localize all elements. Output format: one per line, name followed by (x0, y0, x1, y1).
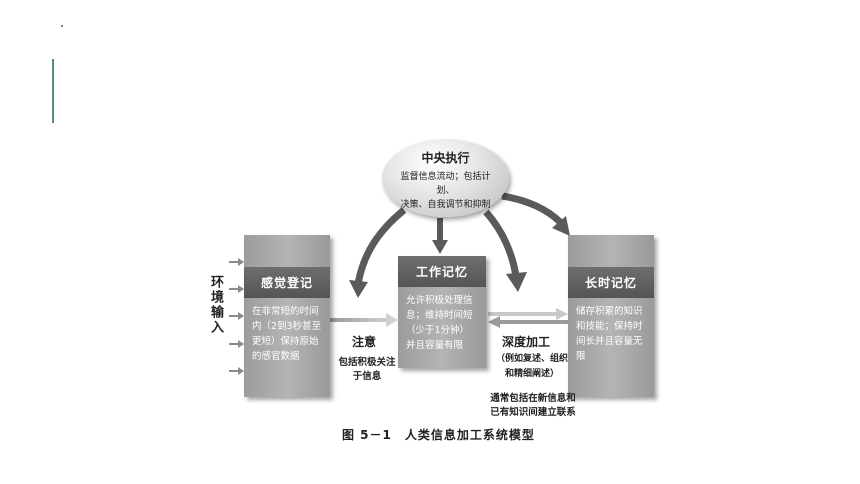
sensory-register-desc-line: 内（2到3秒甚至 (252, 321, 322, 332)
env-arrow-4 (229, 340, 244, 348)
long-term-memory-desc-line: 储存积累的知识 (576, 306, 643, 317)
central-executive-desc-line: 决策、自我调节和抑制 (400, 200, 491, 210)
sensory-register-node: 感觉登记 在非常短的时间 内（2到3秒甚至 更短）保持原始 的感官数据 (244, 235, 330, 397)
long-term-memory-desc-line: 限 (576, 351, 586, 362)
attention-desc-line: 包括积极关注 (338, 357, 396, 368)
sensory-register-desc-line: 在非常短的时间 (252, 306, 319, 317)
working-memory-node: 工作记忆 允许积极处理信 息；维持时间短 （少于1分钟） 并且容量有限 (398, 256, 486, 368)
deep-processing-title: 深度加工 (502, 335, 551, 349)
central-executive-title: 中央执行 (421, 151, 470, 165)
long-term-memory-desc-line: 间长并且容量无 (576, 336, 643, 347)
deep-processing-note: 通常包括在新信息和 已有知识间建立联系 (478, 392, 588, 420)
deep-processing-examples: （例如复述、组织 和精细阐述） (484, 352, 580, 382)
central-executive-node: 中央执行 监督信息流动；包括计划、 决策、自我调节和抑制 (382, 139, 509, 217)
attention-title: 注意 (352, 335, 377, 349)
sensory-register-desc: 在非常短的时间 内（2到3秒甚至 更短）保持原始 的感官数据 (244, 298, 330, 370)
sensory-register-desc-line: 更短）保持原始 (252, 336, 319, 347)
sensory-register-desc-line: 的感官数据 (252, 351, 300, 362)
accent-line (52, 59, 54, 123)
exec-to-longterm-arrow (501, 192, 563, 225)
exec-to-deep-arrow (483, 209, 520, 277)
deep-processing-examples-line: （例如复述、组织 (495, 354, 568, 364)
figure-caption: 图 5－1 人类信息加工系统模型 (342, 428, 535, 442)
env-arrow-2 (229, 285, 244, 293)
env-arrow-1 (229, 258, 244, 266)
working-memory-desc: 允许积极处理信 息；维持时间短 （少于1分钟） 并且容量有限 (398, 287, 486, 359)
exec-to-deep-head (506, 272, 527, 292)
sensory-register-title: 感觉登记 (244, 267, 330, 298)
long-term-memory-desc: 储存积累的知识 和技能；保持时 间长并且容量无 限 (568, 298, 654, 370)
long-term-memory-node: 长时记忆 储存积累的知识 和技能；保持时 间长并且容量无 限 (568, 235, 654, 397)
working-memory-desc-line: 并且容量有限 (406, 340, 464, 351)
env-input-arrows (229, 258, 244, 375)
long-term-memory-title: 长时记忆 (568, 267, 654, 298)
deep-processing-note-line: 已有知识间建立联系 (490, 407, 576, 418)
working-memory-desc-line: （少于1分钟） (406, 325, 470, 336)
deep-processing-note-line: 通常包括在新信息和 (490, 393, 576, 404)
central-executive-desc: 监督信息流动；包括计划、 决策、自我调节和抑制 (382, 170, 509, 212)
attention-arrow (330, 313, 398, 327)
env-arrow-3 (229, 312, 244, 320)
deep-processing-arrow-left (488, 316, 568, 328)
deep-processing-examples-line: 和精细阐述） (504, 369, 559, 379)
exec-to-sensory-arrow (354, 207, 407, 285)
attention-desc-line: 于信息 (352, 371, 382, 382)
working-memory-title: 工作记忆 (398, 256, 486, 287)
decor-dot (61, 25, 63, 27)
central-executive-desc-line: 监督信息流动；包括计划、 (400, 172, 491, 196)
exec-to-working-head (432, 240, 448, 254)
working-memory-desc-line: 允许积极处理信 (406, 295, 473, 306)
long-term-memory-desc-line: 和技能；保持时 (576, 321, 643, 332)
working-memory-desc-line: 息；维持时间短 (406, 310, 473, 321)
exec-to-longterm-head (552, 216, 570, 236)
env-arrow-5 (229, 367, 244, 375)
deep-processing-arrow-right (488, 308, 568, 320)
attention-desc: 包括积极关注 于信息 (336, 356, 398, 384)
env-input-label: 环境输入 (208, 275, 223, 335)
exec-to-sensory-head (349, 280, 368, 298)
